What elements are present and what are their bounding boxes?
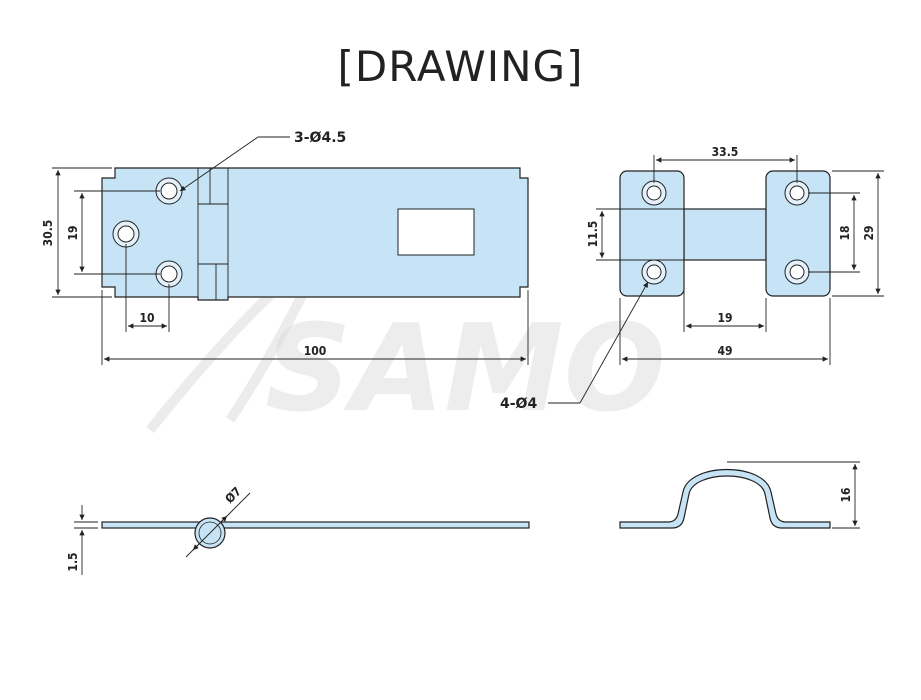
staple-bridge <box>683 208 767 261</box>
mount-hole-2 <box>112 220 140 248</box>
dim-staple-length: 49 <box>717 344 732 358</box>
dim-height-total: 30.5 <box>41 220 55 247</box>
dim-thickness: 1.5 <box>66 552 80 571</box>
staple-side-view: 16 <box>619 461 860 529</box>
callout-staple-holes: 4-Ø4 <box>500 396 537 412</box>
hasp-top-view: 30.5 19 10 100 3-Ø4.5 <box>41 130 529 365</box>
staple-hole-2 <box>784 180 810 206</box>
dim-staple-profile-height: 16 <box>839 487 853 502</box>
staple-slot <box>397 208 475 256</box>
dim-staple-hole-pitch-vertical: 18 <box>838 225 852 240</box>
dim-hole-pitch-vertical: 19 <box>66 225 80 240</box>
dim-staple-hole-pitch: 33.5 <box>712 145 739 159</box>
staple-hole-1 <box>641 180 667 206</box>
dim-staple-bridge-width: 11.5 <box>586 221 600 248</box>
hasp-side-view: Ø7 1.5 <box>66 484 530 575</box>
dim-staple-inner: 19 <box>717 311 732 325</box>
hinge-knuckles <box>197 168 229 300</box>
hasp-plate-side <box>101 521 530 529</box>
dim-hole-offset: 10 <box>139 311 154 325</box>
staple-hole-3 <box>641 259 667 285</box>
dim-staple-height: 29 <box>862 225 876 240</box>
staple-top-view: 33.5 11.5 18 29 19 49 4-Ø4 <box>500 145 884 412</box>
callout-holes: 3-Ø4.5 <box>294 130 346 146</box>
watermark-text: SAMO <box>265 300 666 439</box>
staple-right-pad <box>765 170 831 297</box>
staple-profile <box>619 468 831 529</box>
drawing-title: [DRAWING] <box>337 42 584 91</box>
mount-hole-3 <box>155 260 183 288</box>
dim-length: 100 <box>304 344 327 358</box>
staple-left-pad <box>619 170 685 297</box>
staple-hole-4 <box>784 259 810 285</box>
